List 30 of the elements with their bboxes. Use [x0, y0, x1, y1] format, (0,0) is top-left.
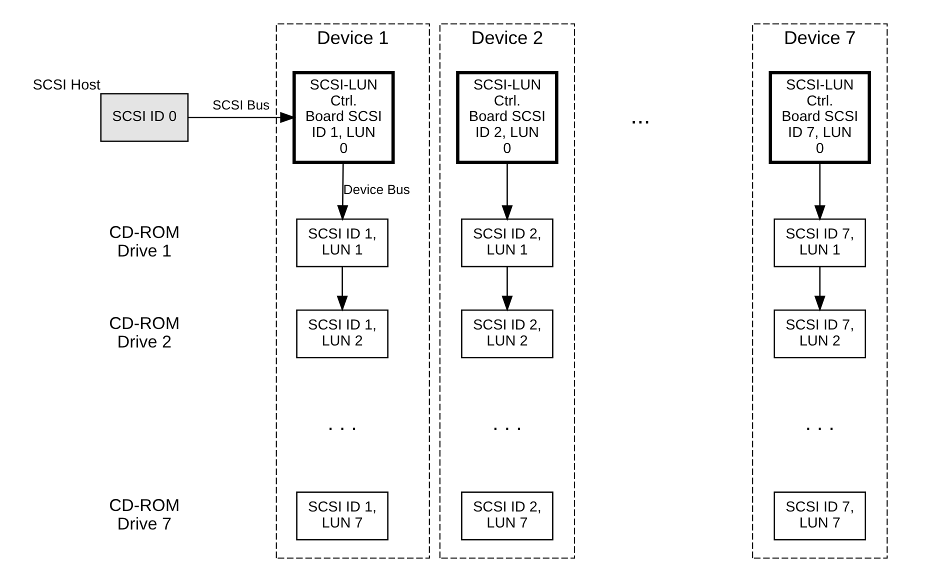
label: CD-ROM Drive 1	[109, 222, 180, 261]
label: ...	[630, 103, 650, 130]
node-box: SCSI ID 0	[100, 93, 189, 142]
node-box: SCSI ID 7, LUN 7	[774, 492, 866, 540]
label: . . .	[805, 412, 835, 435]
arrow	[188, 112, 296, 124]
node-box: SCSI ID 2, LUN 1	[461, 218, 554, 268]
arrow	[336, 266, 348, 312]
edge-label: Device Bus	[343, 182, 410, 198]
node-label: SCSI Host	[32, 78, 100, 94]
arrow	[502, 266, 513, 312]
arrow	[814, 162, 826, 222]
label: CD-ROM Drive 7	[109, 495, 180, 534]
node-box: SCSI-LUN Ctrl. Board SCSI ID 7, LUN 0	[768, 71, 871, 164]
edge-label: SCSI Bus	[212, 98, 270, 113]
label: CD-ROM Drive 2	[109, 313, 180, 352]
arrow	[814, 266, 826, 312]
node-box: SCSI ID 7, LUN 1	[774, 218, 866, 268]
label: . . .	[492, 412, 522, 435]
node-box: SCSI ID 2, LUN 2	[461, 309, 554, 358]
node-box: SCSI ID 2, LUN 7	[461, 492, 554, 540]
node-box: SCSI ID 7, LUN 2	[774, 309, 866, 358]
node-box: SCSI ID 1, LUN 2	[296, 309, 388, 358]
node-box: SCSI-LUN Ctrl. Board SCSI ID 1, LUN 0	[292, 71, 395, 164]
node-box: SCSI ID 1, LUN 7	[296, 492, 388, 540]
arrow	[337, 162, 348, 222]
node-box: SCSI ID 1, LUN 1	[296, 218, 388, 268]
label: . . .	[328, 412, 357, 435]
arrow	[502, 162, 513, 222]
node-box: SCSI-LUN Ctrl. Board SCSI ID 2, LUN 0	[456, 71, 558, 164]
